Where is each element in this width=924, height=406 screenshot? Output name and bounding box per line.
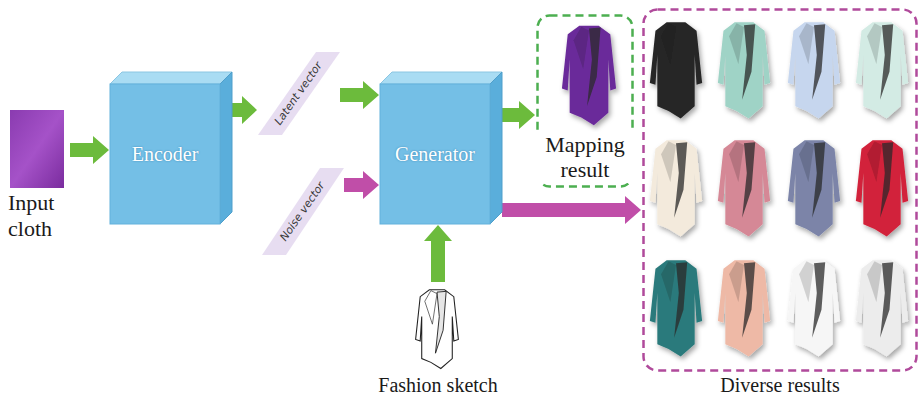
- node-label: Mapping result: [536, 132, 634, 183]
- fashion-sketch-drawing: [416, 290, 459, 369]
- node-label: Generator: [380, 84, 490, 224]
- flow-arrow: [232, 96, 257, 124]
- coat-cream: [650, 140, 702, 236]
- block-side-face: [490, 72, 502, 224]
- node-label: Encoder: [110, 84, 220, 224]
- block-top-face: [110, 72, 232, 84]
- arrow-shape: [232, 96, 257, 124]
- vector-band-shape: [262, 168, 344, 255]
- cloth-swatch: [10, 110, 64, 188]
- coat-lightblue: [788, 22, 840, 118]
- coat-purple: [562, 26, 616, 126]
- flow-arrow: [502, 101, 535, 129]
- arrow-shape: [424, 225, 452, 282]
- diverse-results-box-outline: [642, 8, 918, 372]
- flow-arrow: [424, 225, 452, 282]
- flow-arrow: [340, 81, 379, 109]
- block-front-face: [110, 84, 220, 224]
- block-front-face: [380, 84, 490, 224]
- arrow-shape: [502, 196, 641, 224]
- encoder-block: Encoder: [110, 72, 232, 224]
- block-top-face: [380, 72, 502, 84]
- noise-vector-band: Noise vector: [262, 168, 344, 255]
- arrow-shape: [70, 136, 109, 164]
- node-label: Latent vector: [273, 60, 326, 128]
- fashion-sketch: Fashion sketch: [370, 282, 506, 400]
- arrow-shape: [502, 101, 535, 129]
- flow-arrow: [344, 171, 379, 199]
- block-side-face: [220, 72, 232, 224]
- node-label: Input cloth: [8, 190, 70, 243]
- vector-band-shape: [258, 52, 340, 135]
- node-label: Diverse results: [642, 374, 918, 397]
- coat-black: [650, 22, 702, 118]
- generator-block: Generator: [380, 72, 502, 224]
- arrow-shape: [344, 171, 379, 199]
- coat-pink: [718, 140, 770, 236]
- latent-vector-band: Latent vector: [258, 52, 340, 135]
- node-label: Noise vector: [278, 180, 328, 244]
- coat-offwhite: [856, 260, 908, 356]
- diverse-results-box: Diverse results: [642, 8, 918, 372]
- dashed-outline: [644, 10, 917, 371]
- flow-arrow: [502, 196, 641, 224]
- arrow-shape: [340, 81, 379, 109]
- coat-slate: [788, 140, 840, 236]
- coat-white: [788, 260, 840, 356]
- coat-palemint: [856, 22, 908, 118]
- input-cloth: Input cloth: [8, 110, 70, 275]
- flow-arrow: [70, 136, 109, 164]
- coat-mint: [718, 22, 770, 118]
- coat-peach: [718, 260, 770, 356]
- coat-red: [856, 140, 908, 236]
- mapping-result-box: Mapping result: [536, 14, 634, 188]
- node-label: Fashion sketch: [370, 374, 506, 397]
- coat-teal: [650, 260, 702, 356]
